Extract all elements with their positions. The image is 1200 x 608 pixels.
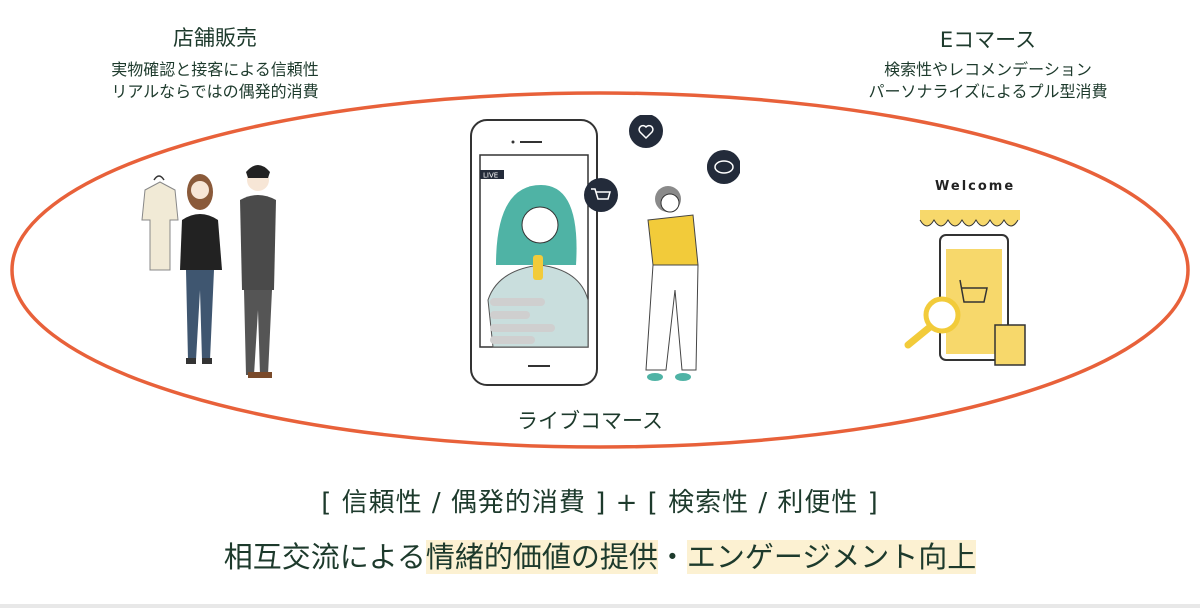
phone-storefront	[939, 234, 1009, 361]
bottom-divider	[0, 604, 1200, 608]
cart-bubble-icon	[584, 178, 618, 212]
woman-customer-figure	[180, 174, 222, 364]
live-badge	[480, 170, 504, 179]
summary-formula: [ 信頼性 / 偶発的消費 ] + [ 検索性 / 利便性 ]	[321, 488, 879, 518]
streamer-woman-figure	[487, 185, 589, 348]
summary-plain: 相互交流による	[223, 540, 426, 574]
sign-board	[994, 324, 1026, 366]
store-title: 店舗販売	[173, 26, 257, 50]
store-shopping-illustration	[141, 165, 276, 378]
summary-highlight-emotional-value: 情緒的価値の提供	[425, 540, 658, 574]
ecommerce-store-illustration: Welcome	[904, 179, 1026, 366]
ecommerce-line-2: パーソナライズによるプル型消費	[868, 82, 1108, 101]
ecommerce-line-1: 検索性やレコメンデーション	[884, 60, 1092, 79]
ecommerce-title: Eコマース	[939, 28, 1037, 52]
awning	[919, 210, 1020, 227]
summary-highlight-engagement: エンゲージメント向上	[686, 540, 977, 574]
chat-bubble-icon	[707, 150, 740, 184]
store-line-2: リアルならではの偶発的消費	[111, 82, 319, 101]
live-commerce-illustration: LIVE	[470, 115, 708, 386]
man-staff-figure	[240, 165, 276, 378]
heart-bubble-icon	[629, 115, 663, 148]
welcome-sign: Welcome	[935, 179, 1015, 194]
summary-separator: ・	[657, 540, 687, 574]
live-badge-label: LIVE	[483, 172, 498, 180]
magnifier-icon	[904, 296, 961, 349]
live-commerce-title: ライブコマース	[517, 409, 663, 433]
hanging-shirt-icon	[141, 175, 179, 271]
summary-value: 相互交流による情緒的価値の提供・エンゲージメント向上	[0, 534, 1200, 576]
viewer-woman-figure	[645, 186, 699, 381]
store-line-1: 実物確認と接客による信頼性	[111, 60, 319, 79]
